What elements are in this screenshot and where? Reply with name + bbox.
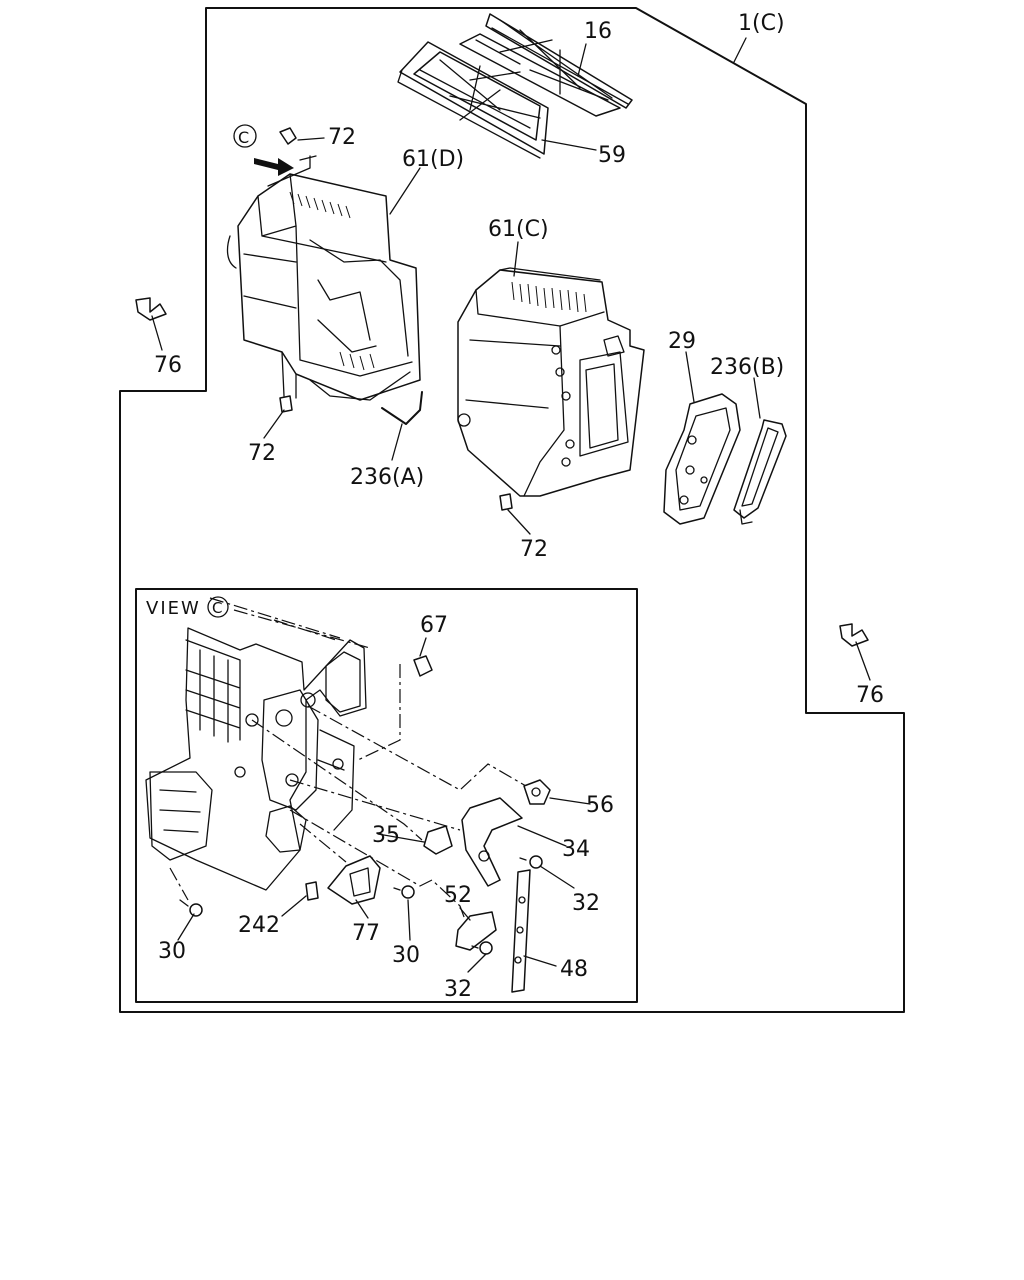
alignment-line-77	[299, 823, 347, 863]
filter-frame-lower	[397, 41, 549, 159]
screw-32-right	[519, 855, 543, 869]
callout-48: 48	[560, 957, 588, 982]
callout-1c: 1(C)	[738, 11, 785, 36]
callout-76-left: 76	[154, 353, 182, 378]
callout-72-mid: 72	[520, 537, 548, 562]
alignment-line-52	[289, 809, 469, 929]
callout-16: 16	[584, 19, 612, 44]
view-marker-circle	[233, 124, 257, 148]
callout-61c: 61(C)	[488, 217, 549, 242]
actuator-77	[327, 855, 381, 905]
assembly-boundary	[119, 7, 905, 1013]
heater-case-left	[226, 155, 421, 401]
callout-242: 242	[238, 913, 280, 938]
rod-48-hole-1	[518, 896, 526, 904]
seal-236b	[733, 419, 787, 525]
alignment-line-35	[251, 719, 423, 841]
view-c-label: VIEW	[146, 598, 201, 619]
bracket-76-right	[839, 623, 869, 647]
alignment-line-67	[357, 664, 401, 761]
pivot-56-hole	[531, 787, 541, 797]
alignment-line-56	[307, 705, 527, 791]
actuator-77-detail	[349, 867, 371, 897]
callout-76-right: 76	[856, 683, 884, 708]
bracket-76-left	[135, 297, 167, 321]
callout-30-left: 30	[158, 939, 186, 964]
clip-72-left	[279, 395, 293, 413]
view-c-case-detail	[145, 597, 371, 891]
rod-48-hole-2	[516, 926, 524, 934]
lever-35	[423, 825, 453, 855]
heater-case-right	[457, 267, 645, 497]
callout-61d: 61(D)	[402, 147, 464, 172]
view-c-marker-circle	[207, 596, 229, 618]
view-c-frame	[135, 588, 638, 1003]
screw-30-left	[179, 899, 203, 917]
lever-52	[455, 911, 497, 951]
clip-72-mid	[499, 493, 513, 511]
grommet-242	[305, 881, 319, 901]
seal-236a	[381, 391, 423, 425]
view-direction-arrow-icon	[254, 158, 294, 176]
leader-lines	[151, 37, 871, 973]
link-34-hole	[478, 850, 490, 862]
link-34	[461, 797, 523, 887]
pivot-56	[523, 779, 551, 805]
alignment-line-34	[289, 779, 461, 831]
callout-32-bottom: 32	[444, 977, 472, 1002]
callout-56: 56	[586, 793, 614, 818]
mode-door-29	[663, 393, 741, 525]
callout-30-mid: 30	[392, 943, 420, 968]
filter-frame-upper	[459, 13, 633, 117]
screw-30-mid	[393, 885, 415, 899]
callout-72-top: 72	[328, 125, 356, 150]
callout-236a: 236(A)	[350, 465, 424, 490]
view-marker-letter: C	[238, 128, 249, 147]
callout-29: 29	[668, 329, 696, 354]
callout-77: 77	[352, 921, 380, 946]
callout-72-left: 72	[248, 441, 276, 466]
callout-34: 34	[562, 837, 590, 862]
callout-52: 52	[444, 883, 472, 908]
clip-67	[413, 655, 433, 677]
callout-35: 35	[372, 823, 400, 848]
callout-59: 59	[598, 143, 626, 168]
alignment-line-30-left	[169, 867, 189, 901]
callout-236b: 236(B)	[710, 355, 784, 380]
rod-48-hole-3	[514, 956, 522, 964]
clip-72-top	[279, 127, 297, 145]
view-c-marker-letter: C	[212, 599, 222, 617]
callout-67: 67	[420, 613, 448, 638]
callout-32-right: 32	[572, 891, 600, 916]
rod-48	[511, 869, 531, 993]
